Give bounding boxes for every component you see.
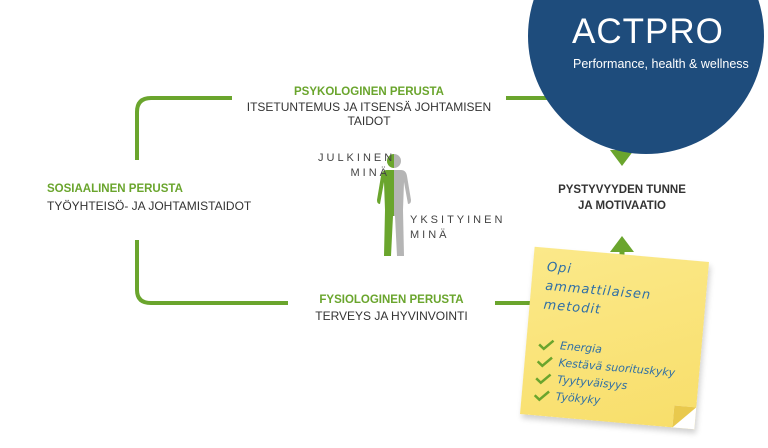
note-page-curl [672, 405, 697, 430]
node-psychological-text: ITSETUNTEMUS JA ITSENSÄ JOHTAMISEN TAIDO… [246, 100, 492, 128]
arrow-down-icon [610, 150, 634, 166]
node-social-heading: SOSIAALINEN PERUSTA [47, 183, 183, 195]
node-physiological-heading: FYSIOLOGINEN PERUSTA [319, 294, 464, 306]
note-item: Energia [537, 335, 677, 364]
note-item-label: Työkyky [555, 390, 601, 407]
note-item: Tyytyväisyys [534, 369, 674, 398]
brand-title: ACTPRO [572, 12, 724, 51]
public-self-label: JULKINEN MINÄ [318, 152, 396, 179]
private-self-line2: MINÄ [410, 229, 450, 241]
node-efficacy: PYSTYVYYDEN TUNNE JA MOTIVAATIO [552, 184, 692, 212]
note-list: Energia Kestävä suorituskyky Tyytyväisyy… [533, 335, 677, 415]
check-icon [535, 373, 552, 384]
check-icon [533, 390, 550, 401]
note-item: Kestävä suorituskyky [536, 352, 676, 381]
note-title: Opi ammattilaisen metodit [543, 258, 697, 328]
private-self-label: YKSITYINEN MINÄ [410, 214, 505, 241]
note-item-label: Energia [559, 339, 603, 356]
connector-top-left [135, 96, 232, 160]
node-physiological-text: TERVEYS JA HYVINVOINTI [315, 309, 468, 323]
node-social: SOSIAALINEN PERUSTA TYÖYHTEISÖ- JA JOHTA… [47, 183, 251, 213]
note-item: Työkyky [533, 386, 673, 415]
node-social-text: TYÖYHTEISÖ- JA JOHTAMISTAIDOT [47, 199, 252, 213]
node-physiological: FYSIOLOGINEN PERUSTA TERVEYS JA HYVINVOI… [288, 294, 495, 323]
check-icon [536, 356, 553, 367]
arrow-up-icon [610, 236, 634, 252]
private-self-line1: YKSITYINEN [410, 214, 506, 226]
node-psychological-heading: PSYKOLOGINEN PERUSTA [294, 86, 444, 98]
brand-tagline: Performance, health & wellness [573, 57, 749, 71]
node-efficacy-line1: PYSTYVYYDEN TUNNE [558, 184, 686, 196]
check-icon [538, 339, 555, 351]
public-self-line2: MINÄ [350, 167, 390, 179]
connector-bottom-left [135, 240, 288, 305]
sticky-note: Opi ammattilaisen metodit Energia Kestäv… [520, 246, 709, 430]
public-self-line1: JULKINEN [318, 152, 396, 164]
human-figure-icon [377, 154, 411, 256]
node-psychological: PSYKOLOGINEN PERUSTA ITSETUNTEMUS JA ITS… [232, 86, 506, 128]
node-efficacy-line2: JA MOTIVAATIO [578, 200, 666, 212]
